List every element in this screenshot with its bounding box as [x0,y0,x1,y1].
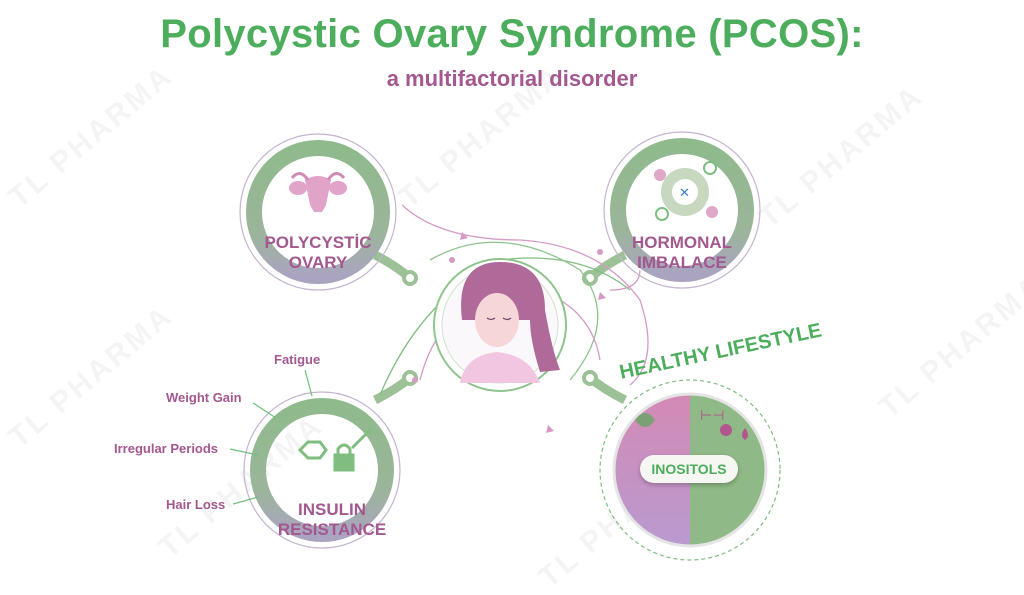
label-line: POLYCYSTİC [264,233,372,252]
node-insulin-resistance [229,369,401,549]
insulin-resistance-label: INSULIN RESISTANCE [272,500,392,540]
label-line: RESISTANCE [277,520,387,539]
diagram-graphics: ✕ ⊢⊣ [229,131,781,561]
woman-illustration [433,258,567,392]
node-polycystic-ovary [239,133,397,291]
symptom-line [252,402,277,419]
symptom-irregular-periods: Irregular Periods [114,441,219,456]
inositols-pill: INOSITOLS [640,455,738,483]
glucose-lock-icon [297,428,372,472]
drop-icon [742,428,748,440]
page-title: Polycystic Ovary Syndrome (PCOS): [160,12,864,56]
symptom-weight-gain: Weight Gain [166,390,242,405]
svg-text:✕: ✕ [679,185,690,200]
hormone-cycle-icon: ✕ [654,161,718,221]
symptom-line [229,448,259,456]
leaf-icon [635,413,655,427]
dumbbell-icon: ⊢⊣ [700,407,724,423]
polycystic-ovary-label: POLYCYSTİC OVARY [258,233,378,273]
symptom-line [232,496,259,505]
label-line: IMBALACE [637,253,727,272]
food-icon [720,424,732,436]
label-line: OVARY [288,253,348,272]
uterus-icon [289,172,347,212]
symptom-hair-loss: Hair Loss [166,497,226,512]
label-line: HORMONAL [631,233,733,252]
page-subtitle: a multifactorial disorder [386,66,638,91]
symptom-line [304,369,313,397]
label-line: INSULIN [298,500,366,519]
hormonal-imbalance-label: HORMONAL IMBALACE [622,233,742,273]
symptom-fatigue: Fatigue [274,352,321,367]
node-hormonal-imbalance: ✕ [603,131,761,289]
